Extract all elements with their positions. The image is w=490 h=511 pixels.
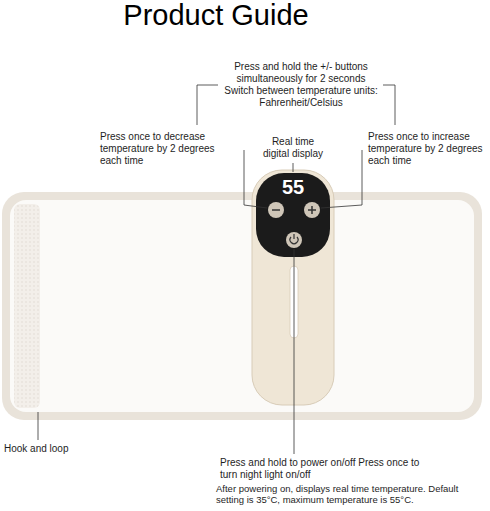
decrease-note: Press once to decrease temperature by 2 …: [100, 131, 238, 167]
hook-loop-label: Hook and loop: [4, 443, 124, 455]
increase-note: Press once to increase temperature by 2 …: [368, 131, 484, 167]
power-button: [286, 232, 302, 248]
controller-display: [256, 173, 330, 257]
display-digits: 55: [266, 176, 320, 198]
button-combo-note: Press and hold the +/- buttons simultane…: [222, 61, 380, 109]
page-title: Product Guide: [0, 0, 432, 32]
pad-surface: [10, 200, 474, 412]
controller-body: [252, 170, 334, 405]
plus-button: [304, 202, 320, 218]
default-note: After powering on, displays real time te…: [216, 483, 488, 505]
pad-border: [2, 192, 482, 420]
power-note: Press and hold to power on/off Press onc…: [220, 457, 430, 481]
leader-lines: [38, 85, 395, 454]
display-note: Real time digital display: [260, 136, 326, 160]
minus-button: [268, 202, 284, 218]
hook-loop-strip: [14, 204, 40, 408]
